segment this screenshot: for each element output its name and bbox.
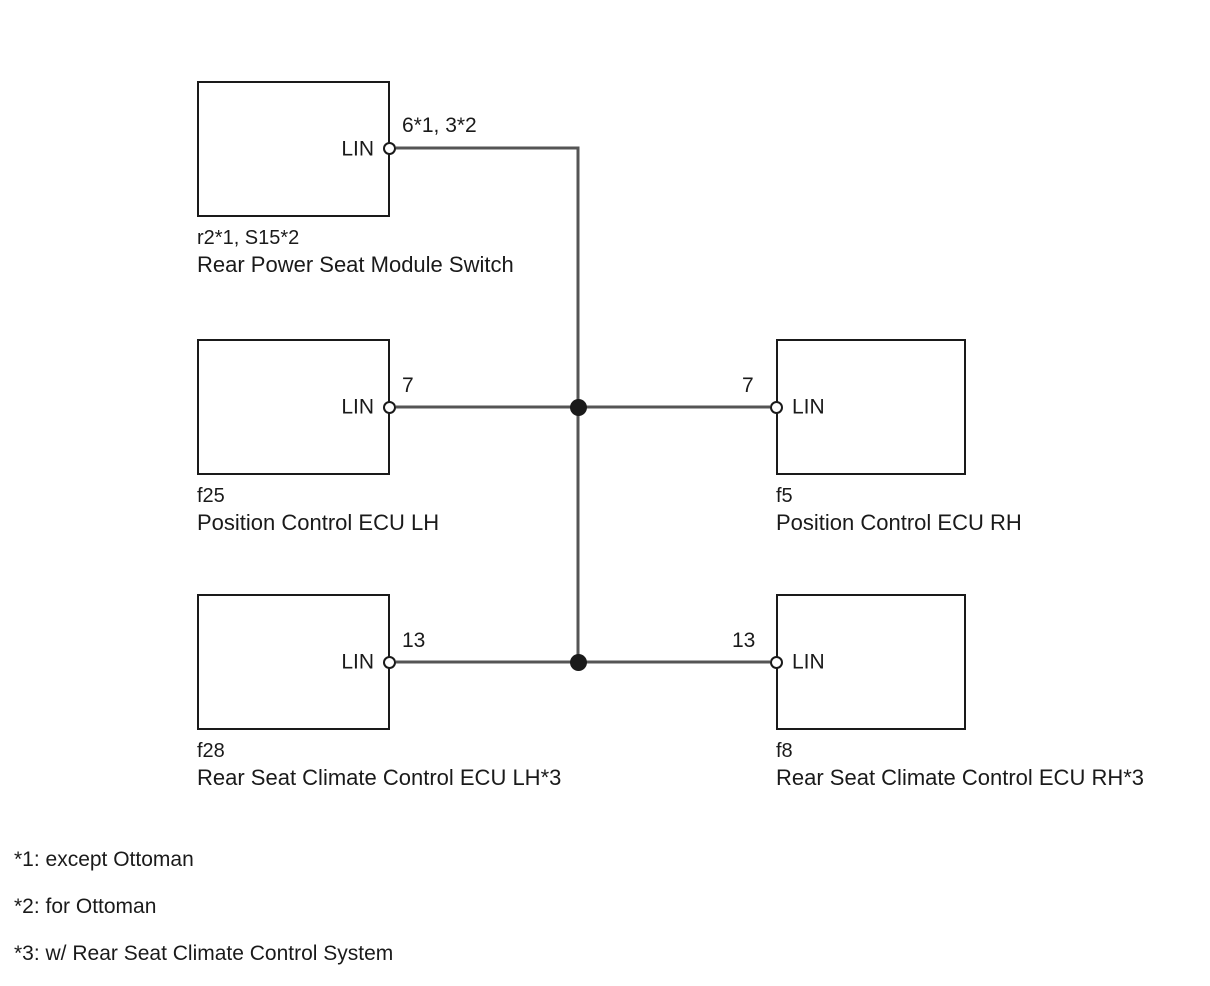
footnotes-list: *1: except Ottoman *2: for Ottoman *3: w…	[14, 836, 393, 977]
component-code: f25	[197, 485, 225, 507]
ecu-box-position-control-ecu-lh: LIN	[197, 339, 390, 475]
wire-switch-to-bus	[396, 146, 580, 407]
port-label-lin: LIN	[792, 395, 825, 419]
caption-position-control-ecu-rh: f5 Position Control ECU RH	[776, 484, 1022, 537]
port-circle-rear-power-seat-module-switch	[383, 142, 396, 155]
component-title: Position Control ECU RH	[776, 510, 1022, 535]
pin-number-rear-seat-climate-control-ecu-rh: 13	[732, 629, 756, 652]
pin-number-rear-power-seat-module-switch: 6*1, 3*2	[402, 114, 477, 137]
ecu-box-rear-seat-climate-control-ecu-rh: LIN	[776, 594, 966, 730]
junction-dot-upper	[570, 399, 587, 416]
caption-position-control-ecu-lh: f25 Position Control ECU LH	[197, 484, 439, 537]
port-circle-rear-seat-climate-control-ecu-lh	[383, 656, 396, 669]
ecu-box-rear-seat-climate-control-ecu-lh: LIN	[197, 594, 390, 730]
component-code: f5	[776, 485, 793, 507]
port-label-lin: LIN	[341, 650, 374, 674]
caption-rear-seat-climate-control-ecu-rh: f8 Rear Seat Climate Control ECU RH*3	[776, 739, 1144, 792]
component-code: r2*1, S15*2	[197, 227, 300, 249]
port-circle-position-control-ecu-rh	[770, 401, 783, 414]
component-code: f8	[776, 740, 793, 762]
footnote-3: *3: w/ Rear Seat Climate Control System	[14, 942, 394, 965]
pin-number-position-control-ecu-rh: 7	[742, 374, 754, 397]
footnote-2: *2: for Ottoman	[14, 895, 157, 918]
component-code: f28	[197, 740, 225, 762]
component-title: Position Control ECU LH	[197, 510, 440, 535]
ecu-box-rear-power-seat-module-switch: LIN	[197, 81, 390, 217]
caption-rear-seat-climate-control-ecu-lh: f28 Rear Seat Climate Control ECU LH*3	[197, 739, 561, 792]
port-circle-rear-seat-climate-control-ecu-rh	[770, 656, 783, 669]
pin-number-position-control-ecu-lh: 7	[402, 374, 414, 397]
port-label-lin: LIN	[341, 395, 374, 419]
port-label-lin: LIN	[792, 650, 825, 674]
component-title: Rear Power Seat Module Switch	[197, 252, 514, 277]
component-title: Rear Seat Climate Control ECU RH*3	[776, 765, 1145, 790]
caption-rear-power-seat-module-switch: r2*1, S15*2 Rear Power Seat Module Switc…	[197, 226, 514, 279]
component-title: Rear Seat Climate Control ECU LH*3	[197, 765, 562, 790]
ecu-box-position-control-ecu-rh: LIN	[776, 339, 966, 475]
junction-dot-lower	[570, 654, 587, 671]
port-label-lin: LIN	[341, 137, 374, 161]
pin-number-rear-seat-climate-control-ecu-lh: 13	[402, 629, 426, 652]
port-circle-position-control-ecu-lh	[383, 401, 396, 414]
footnote-1: *1: except Ottoman	[14, 848, 194, 871]
